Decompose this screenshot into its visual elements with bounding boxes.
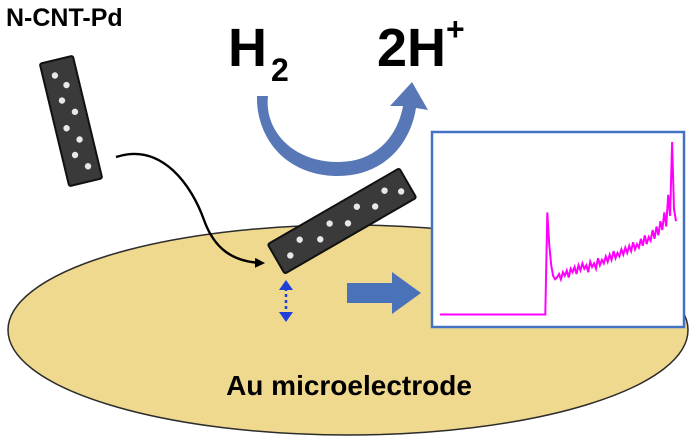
block-arrow-right-icon (347, 272, 421, 314)
nanotube-falling (39, 55, 103, 187)
reactant-main: H (228, 18, 267, 78)
material-label: N-CNT-Pd (6, 4, 123, 32)
product-formula: 2H + (377, 11, 465, 78)
product-superscript: + (446, 11, 465, 47)
nanotube-landed (267, 168, 417, 274)
current-trace-inset (430, 130, 686, 329)
reactant-subscript: 2 (271, 52, 289, 88)
reaction-arrow (256, 82, 428, 176)
double-headed-arrow-icon (279, 280, 293, 322)
landing-arrow-icon (115, 152, 265, 268)
pd-particles (287, 187, 405, 259)
nanotube-body (39, 55, 103, 187)
reactant-formula: H 2 (228, 18, 289, 88)
curved-arrow-icon (256, 82, 428, 176)
inset-frame (430, 130, 686, 329)
nanotube-body (267, 168, 417, 274)
current-trace-line (440, 141, 677, 316)
pd-particles (51, 72, 92, 170)
electrode-label: Au microelectrode (226, 370, 472, 401)
product-main: 2H (377, 18, 446, 78)
